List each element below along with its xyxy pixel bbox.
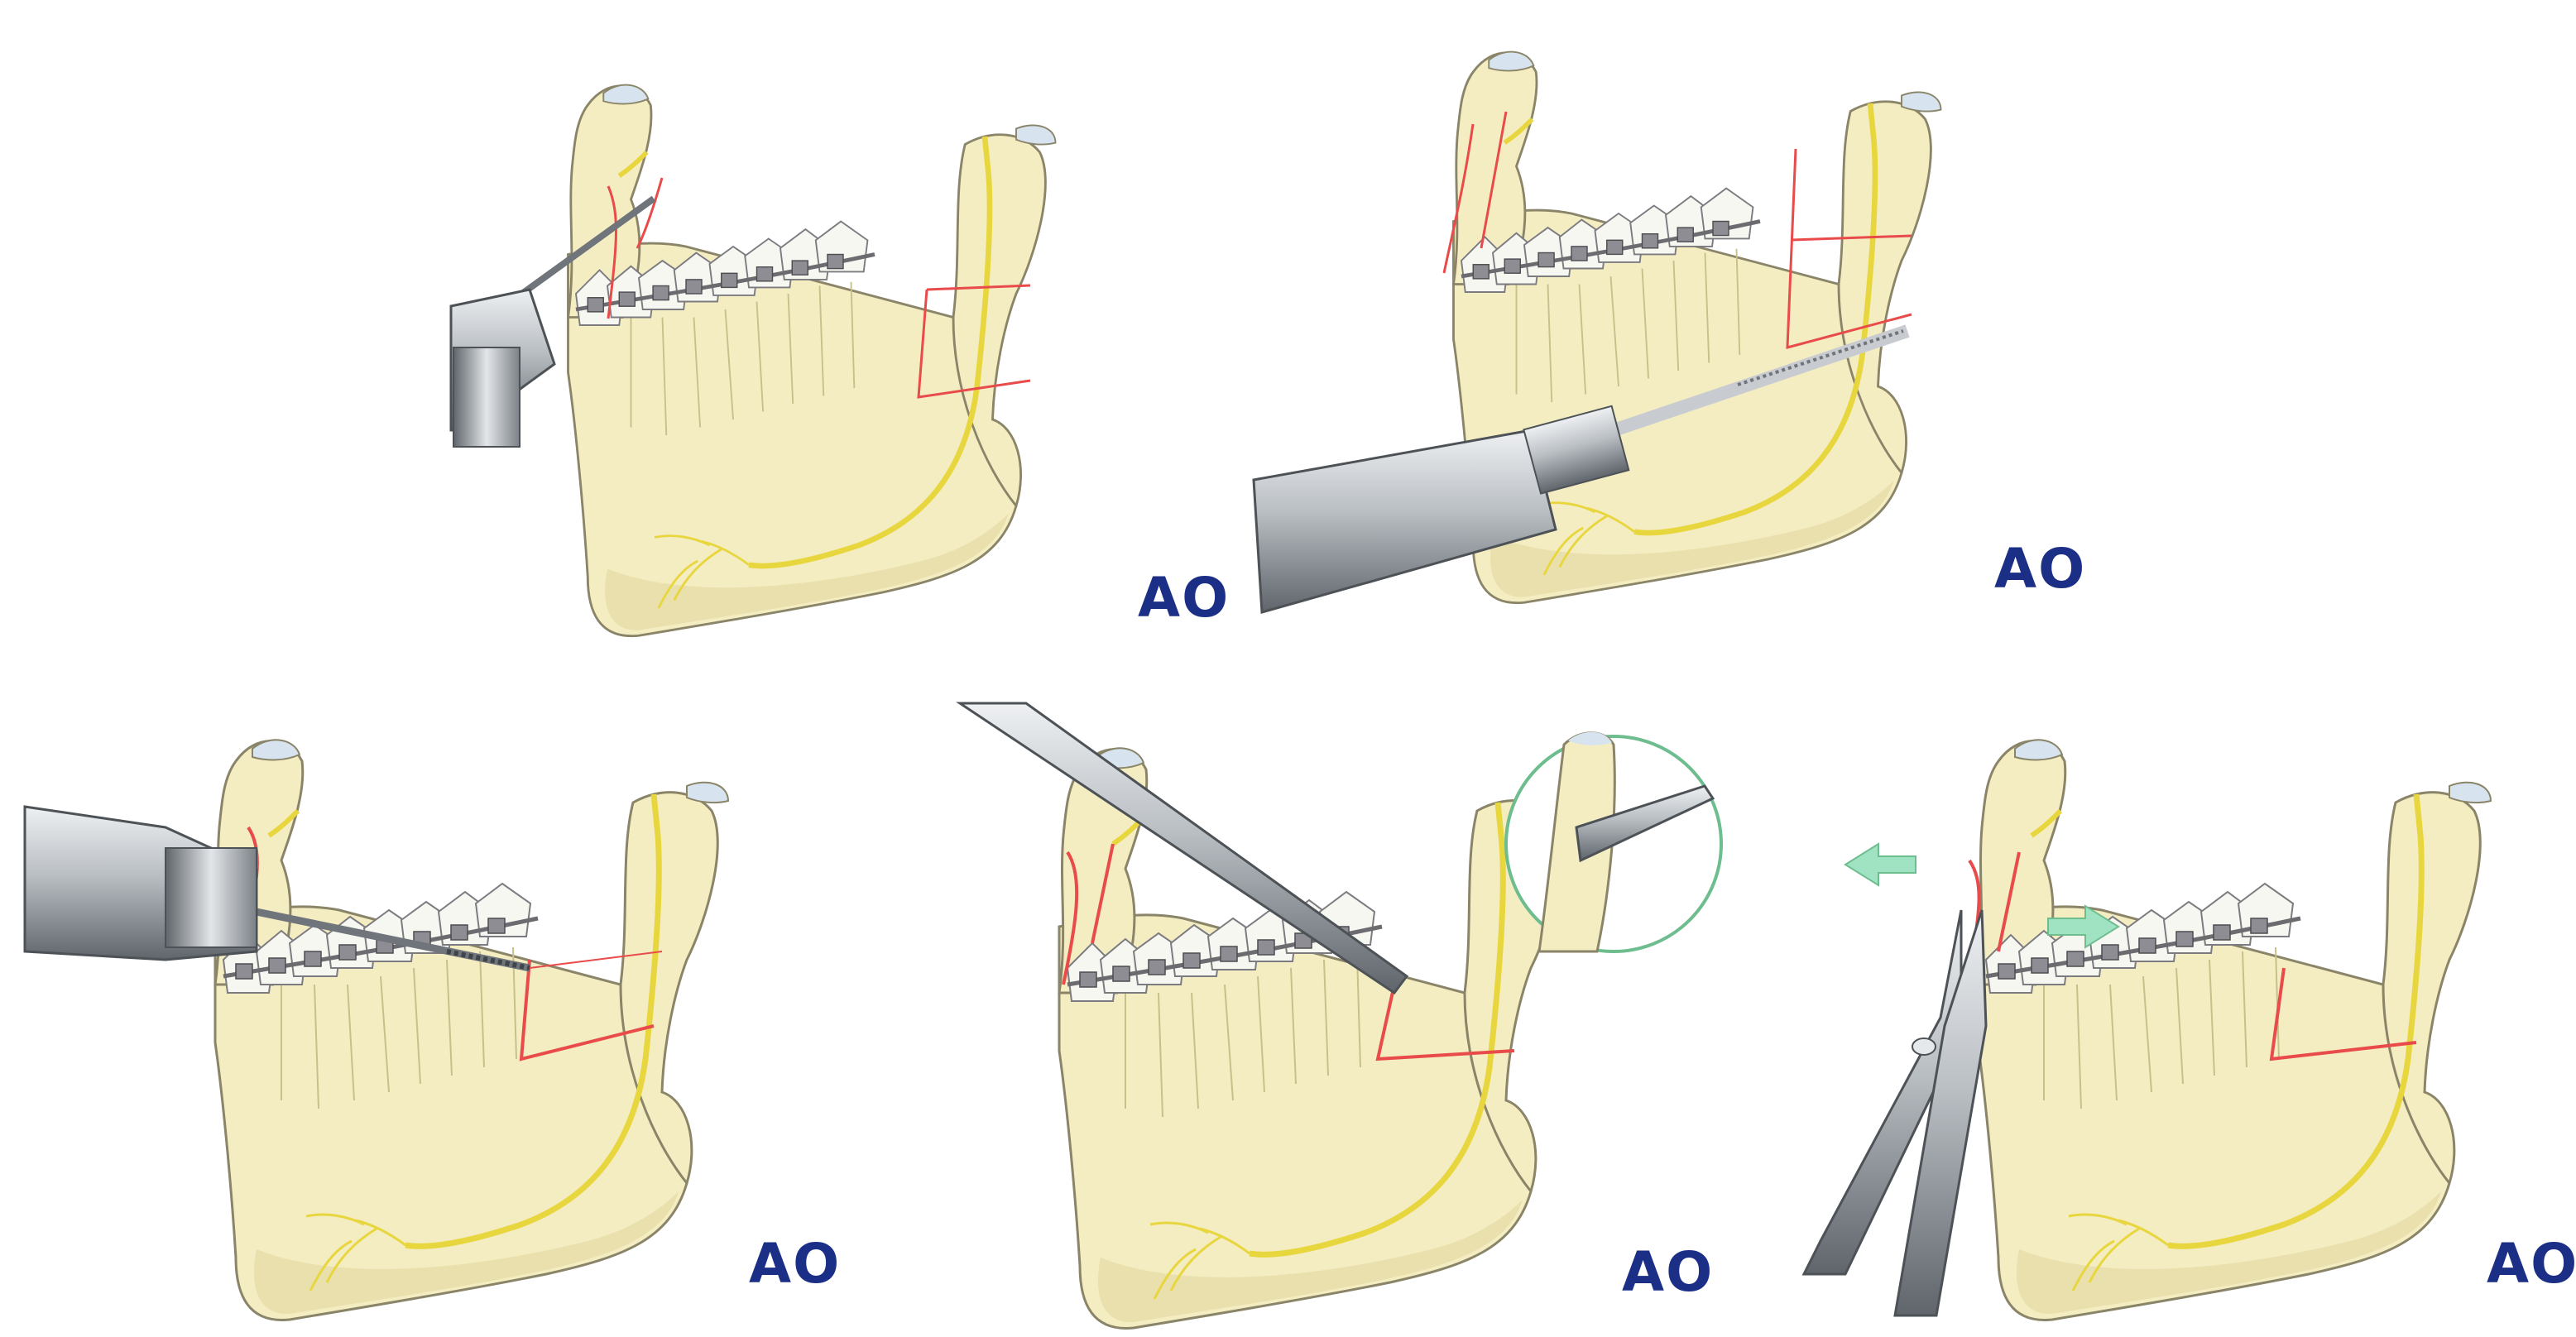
drill-icon [449, 195, 656, 448]
panel-5: AO [1801, 740, 2576, 1320]
mandible-illustration [1978, 740, 2491, 1320]
ao-logo: AO [1622, 1240, 1714, 1304]
chisel-icon [956, 702, 1409, 995]
panel-4: AO [956, 702, 1723, 1328]
arrow-right-icon [2047, 904, 2120, 949]
osteotomy-lines [1442, 111, 1912, 349]
mandible-illustration [1059, 748, 1572, 1328]
panel-3: AO [23, 740, 841, 1320]
ao-logo: AO [749, 1232, 841, 1296]
saw-icon [1252, 324, 1910, 614]
panel-1: AO [449, 85, 1230, 636]
osteotomy-lines [1062, 843, 1515, 1061]
arrow-left-icon [1844, 842, 1916, 887]
spreader-pliers-icon [1801, 909, 1988, 1317]
ao-logo: AO [1138, 566, 1230, 630]
drill-icon [23, 805, 530, 972]
ao-logo: AO [1994, 537, 2086, 601]
mandible-illustration [568, 85, 1056, 636]
mandible-illustration [215, 740, 728, 1320]
panel-2: AO [1252, 52, 2086, 614]
osteotomy-lines [607, 177, 1031, 399]
magnifier-inset [1504, 731, 1723, 953]
ao-logo: AO [2487, 1232, 2576, 1296]
